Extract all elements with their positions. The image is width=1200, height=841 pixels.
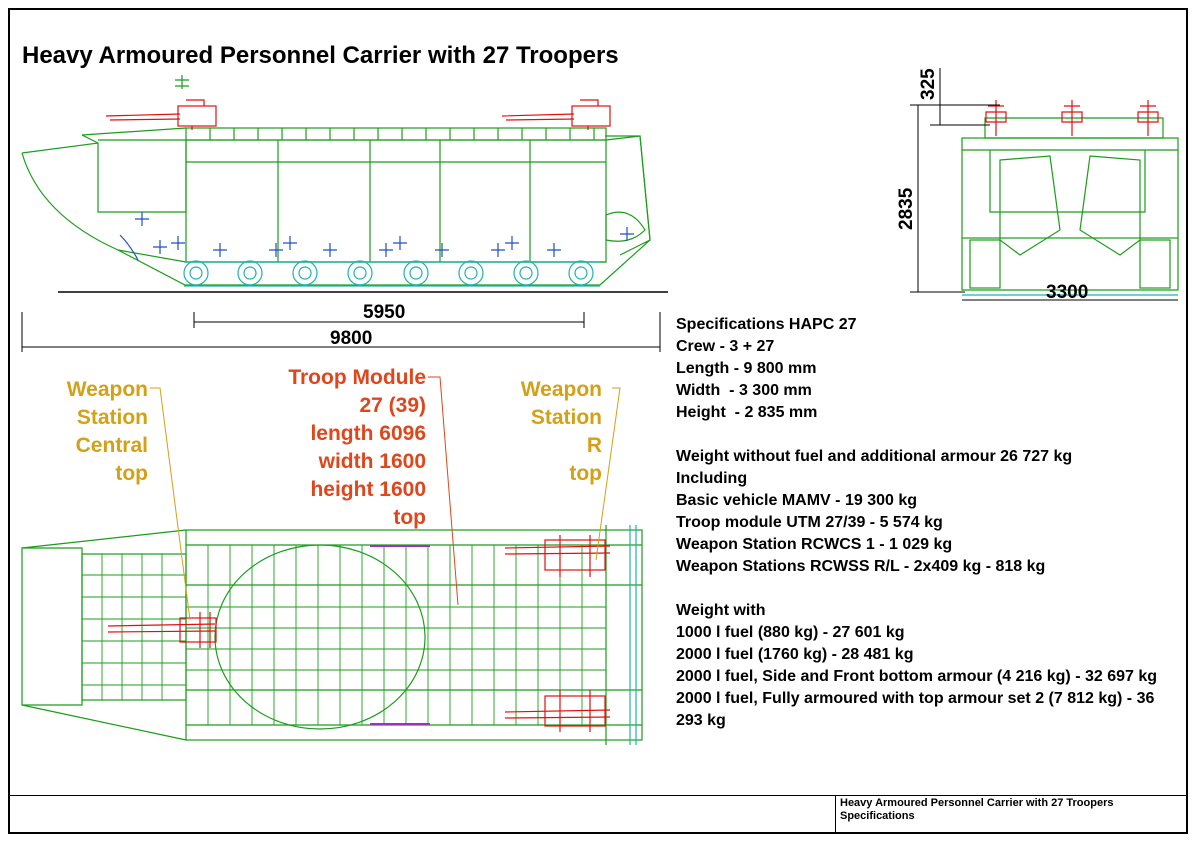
specs-weight-heading: Weight without fuel and additional armou… [676,448,1073,465]
specs-rcwcs: Weapon Station RCWCS 1 - 1 029 kg [676,536,953,553]
front-view [961,117,1179,296]
specifications-block: Specifications HAPC 27 Crew - 3 + 27 Len… [676,314,1176,732]
leader-lines [150,376,621,621]
overall-width-dimension: 3300 [1046,282,1089,303]
label-weapon-station-central: Weapon Station Central top [66,378,148,485]
side-view [21,127,651,286]
front-view-weapons [985,100,1159,136]
side-view-seat-markers [119,212,634,261]
label-troop-module: Troop Module 27 (39) length 6096 width 1… [288,366,426,529]
specs-rcwss: Weapon Stations RCWSS R/L - 2x409 kg - 8… [676,558,1046,575]
specs-length: Length - 9 800 mm [676,360,817,377]
specs-width: Width - 3 300 mm [676,382,812,399]
page-title: Heavy Armoured Personnel Carrier with 27… [22,42,619,69]
track-length-dimension: 5950 [363,302,406,323]
length-dimensions [21,312,661,352]
specs-fuel-1000: 1000 l fuel (880 kg) - 27 601 kg [676,624,905,641]
specs-full-armour: 2000 l fuel, Fully armoured with top arm… [676,690,1159,729]
specs-side-armour: 2000 l fuel, Side and Front bottom armou… [676,668,1158,685]
title-block-line2: Specifications [840,810,915,822]
top-view [21,525,643,745]
top-view-hatches [370,545,430,725]
specs-heading: Specifications HAPC 27 [676,316,857,333]
antenna-mark [175,75,189,89]
top-view-floor-grid [82,545,606,725]
top-view-weapon-stations [107,535,611,732]
specs-troop-module: Troop module UTM 27/39 - 5 574 kg [676,514,943,531]
overall-height-dimension: 2835 [896,187,917,230]
side-view-weapon-stations [105,99,611,130]
title-block-line1: Heavy Armoured Personnel Carrier with 27… [840,797,1114,809]
specs-height: Height - 2 835 mm [676,404,818,421]
specs-weight-with: Weight with [676,602,766,619]
specs-crew: Crew - 3 + 27 [676,338,775,355]
drawing-frame [8,8,1188,834]
title-block: Heavy Armoured Personnel Carrier with 27… [835,796,1188,834]
top-rail-segments [209,128,595,140]
specs-including: Including [676,470,748,487]
front-view-dimensions [910,68,1178,301]
label-weapon-station-r: Weapon Station R top [520,378,602,485]
title-block-divider [8,795,1188,834]
side-view-road-wheels [183,260,600,287]
specs-basic-vehicle: Basic vehicle MAMV - 19 300 kg [676,492,917,509]
specs-fuel-2000: 2000 l fuel (1760 kg) - 28 481 kg [676,646,914,663]
top-height-dimension: 325 [918,68,939,100]
overall-length-dimension: 9800 [330,328,373,349]
